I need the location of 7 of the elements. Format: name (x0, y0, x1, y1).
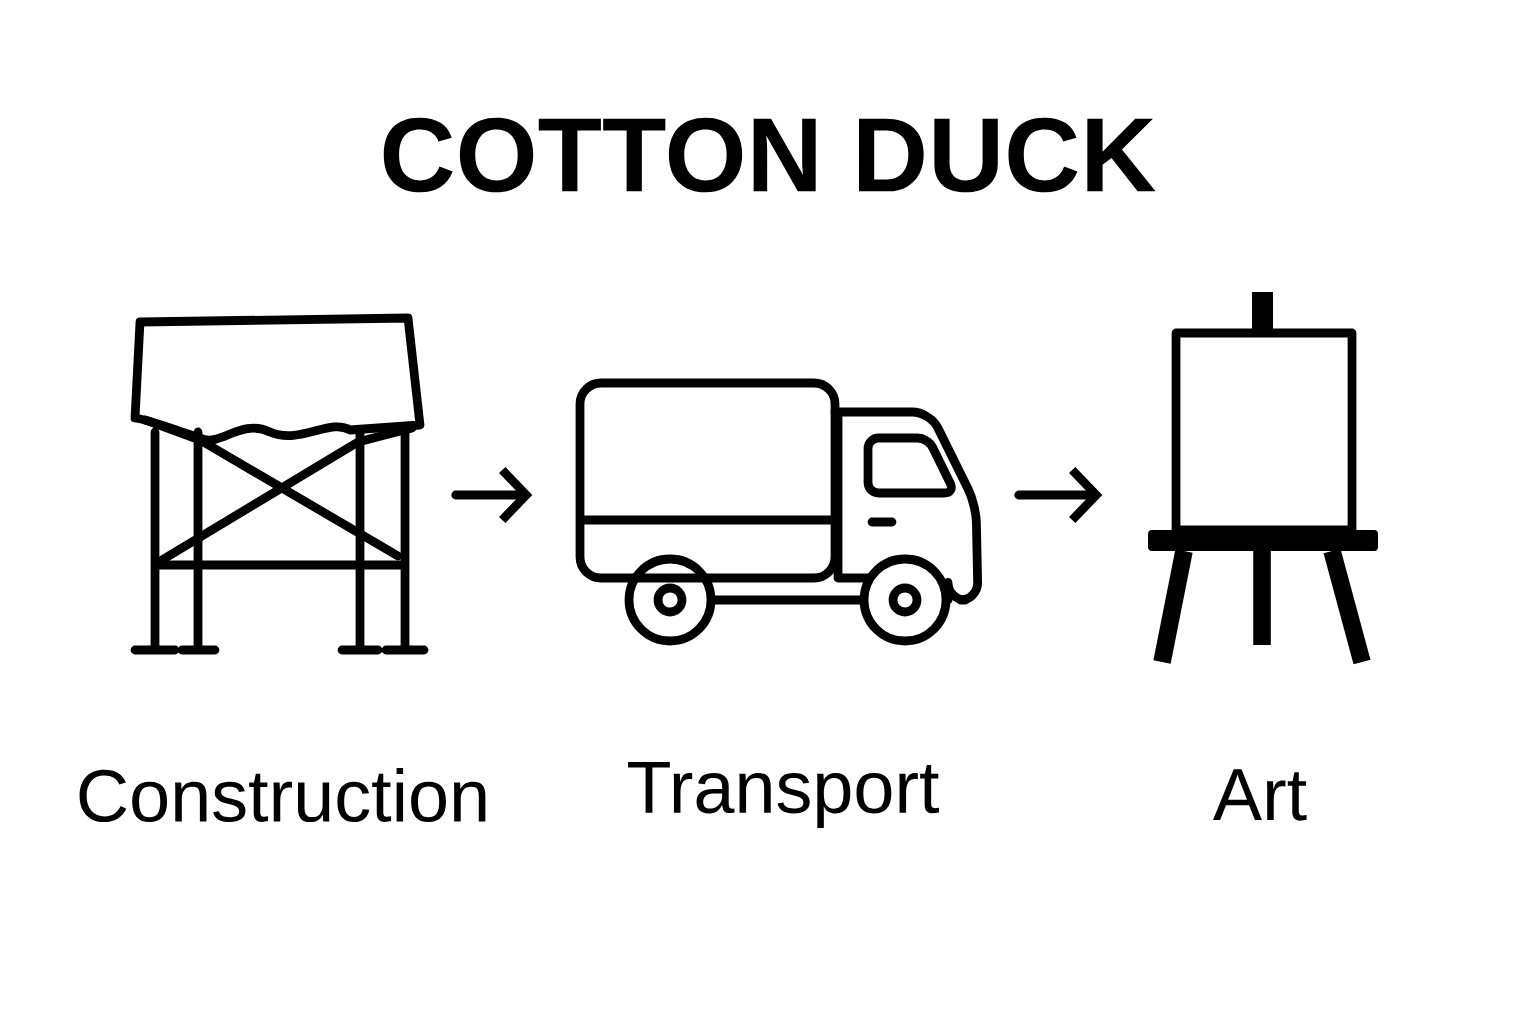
scaffold-drawing (130, 313, 429, 655)
truck-drawing (575, 378, 983, 646)
easel-drawing (1148, 292, 1378, 665)
icon-label: Construction (79, 767, 486, 823)
icon-label: Transport (628, 761, 939, 829)
icon-label: Art (1213, 769, 1307, 821)
title: COTTON DUCK (383, 117, 1156, 193)
